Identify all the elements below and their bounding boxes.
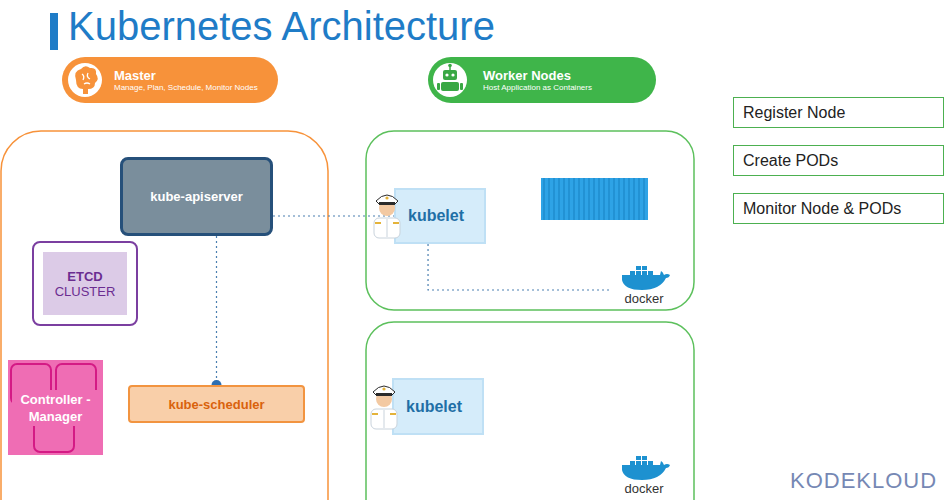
dotted-connector [273,215,394,216]
etcd-fill: ETCDCLUSTER [43,252,127,315]
node-heading: Master [114,68,156,83]
node-heading: docker [624,292,663,306]
apiserver-box: kube-apiserver [120,157,273,236]
worker-region [366,322,694,500]
node-heading: kube-apiserver [150,189,243,204]
docker-whale [622,456,670,480]
docker-node: docker [612,262,676,306]
step-box: Create PODs [733,145,944,176]
kubelet-box: kubelet [392,378,484,435]
node-heading: ETCD [67,269,102,284]
node-heading: kubelet [406,398,462,416]
node-heading: Monitor Node & PODs [743,200,901,218]
node-heading: kube-scheduler [168,397,264,412]
worker-pill: Worker NodesHost Application as Containe… [428,57,656,103]
robot-icon [433,63,467,97]
logo-text: KODEKLOUD [790,468,937,494]
etcd-box: ETCDCLUSTER [32,241,138,326]
dotted-connector [216,236,217,385]
scheduler-box: kube-scheduler [128,385,305,423]
node-heading: Worker Nodes [483,68,571,83]
step-box: Monitor Node & PODs [733,193,944,224]
page-title: Kubernetes Architecture [68,3,495,49]
kubelet-box: kubelet [394,188,486,244]
master-pill: MasterManage, Plan, Schedule, Monitor No… [62,57,278,103]
docker-node: docker [612,452,676,496]
node-heading: docker [624,482,663,496]
worker-region [366,131,694,310]
captain-icon [371,386,397,429]
docker-whale [622,266,670,290]
dotted-connector [428,244,612,290]
controller-box: Controller -Manager [8,360,103,455]
captain-icon [374,195,400,238]
node-subtext: CLUSTER [55,284,116,299]
node-heading: Register Node [743,104,845,122]
brain-icon [68,63,102,97]
master-region [1,131,328,500]
container-block [541,178,648,220]
node-subtext: Host Application as Containers [483,83,592,92]
step-box: Register Node [733,97,944,128]
controller-fill [8,360,103,455]
node-heading: kubelet [408,207,464,225]
node-heading: Controller -Manager [12,390,99,426]
title-bar [50,13,58,50]
node-subtext: Manage, Plan, Schedule, Monitor Nodes [114,83,258,92]
node-heading: Create PODs [743,152,838,170]
